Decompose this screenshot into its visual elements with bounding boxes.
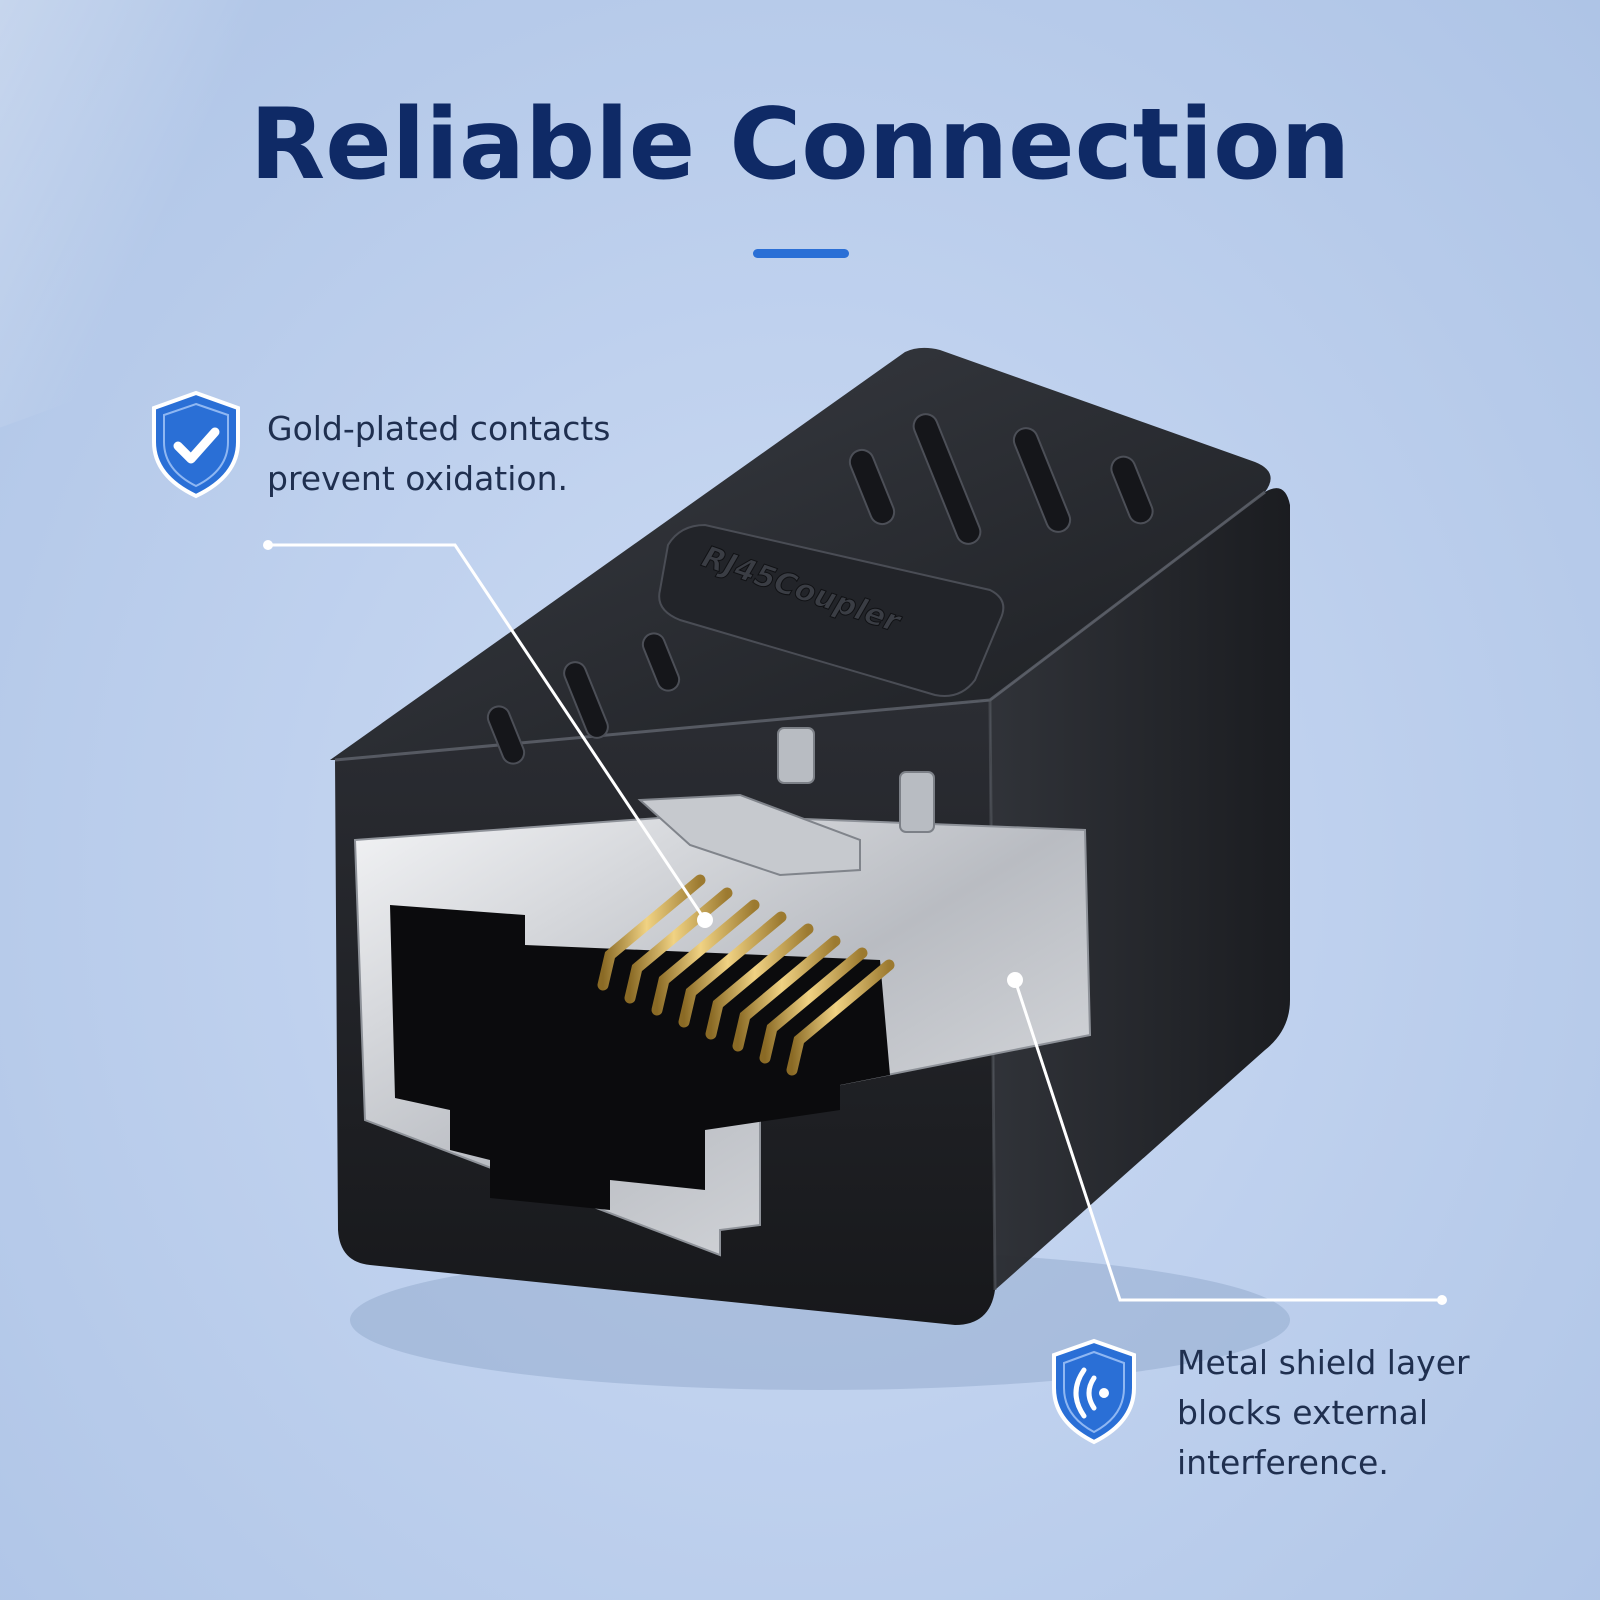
leader-dot-end-2	[1437, 1295, 1447, 1305]
leader-dot-start-1	[263, 540, 273, 550]
title-underline	[753, 249, 849, 258]
callout-leader-lines	[268, 543, 1442, 1302]
callout-line: interference.	[1177, 1443, 1389, 1482]
engraving-plate	[658, 523, 1005, 697]
page-title: Reliable Connection	[249, 88, 1351, 202]
leader-dot-start-2	[1007, 972, 1023, 988]
gold-contact-pins	[597, 874, 895, 1076]
coupler-side-face	[990, 488, 1290, 1290]
shield-check-icon	[152, 390, 240, 499]
callout-line: blocks external	[1177, 1393, 1429, 1432]
callout-gold-contacts: Gold-plated contacts prevent oxidation.	[267, 404, 667, 504]
callout-line: Gold-plated contacts	[267, 409, 611, 448]
rj45-port-opening	[390, 905, 890, 1210]
callout-metal-shield: Metal shield layer blocks external inter…	[1177, 1338, 1537, 1488]
callout-line: Metal shield layer	[1177, 1343, 1470, 1382]
latch-post	[777, 727, 815, 784]
callout-line: prevent oxidation.	[267, 459, 569, 498]
port-latch	[637, 793, 861, 877]
shield-signal-icon	[1052, 1338, 1136, 1445]
top-vent-slots	[486, 413, 1154, 765]
leader-dot-end-1	[697, 912, 713, 928]
latch-post-2	[899, 771, 935, 833]
